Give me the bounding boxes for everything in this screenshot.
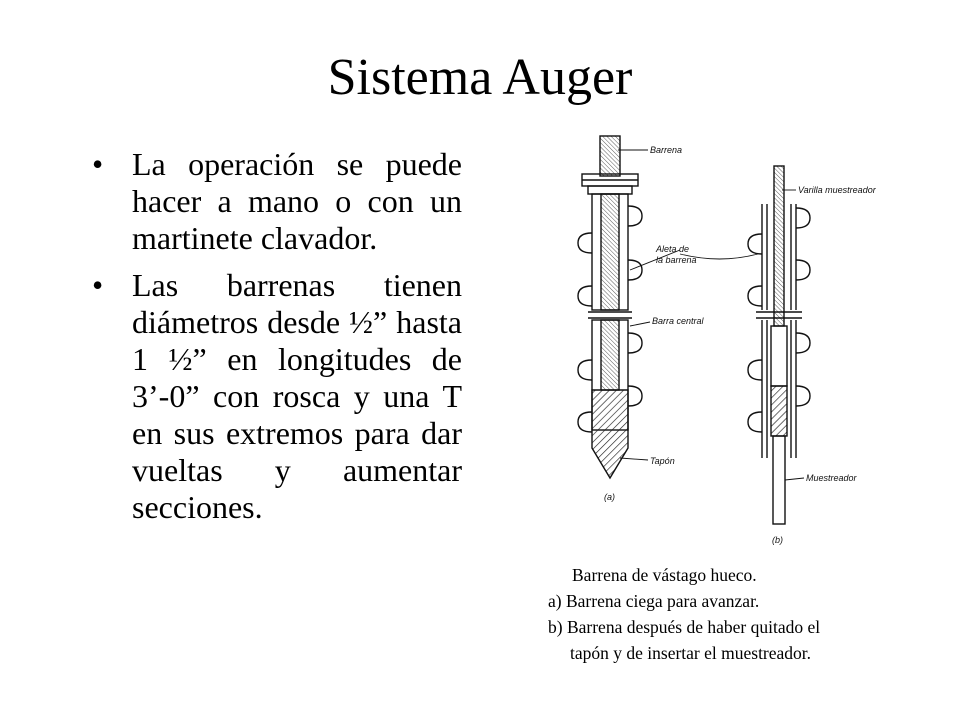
label-aleta-1: Aleta de xyxy=(655,244,689,254)
bullet-text: Las barrenas tienen diámetros desde ½” h… xyxy=(132,267,462,525)
auger-a xyxy=(577,135,643,480)
caption-line: b) Barrena después de haber quitado el xyxy=(548,617,821,637)
bullet-item: • La operación se puede hacer a mano o c… xyxy=(90,146,462,257)
label-a: (a) xyxy=(604,492,615,502)
label-muestreador: Muestreador xyxy=(806,473,858,483)
label-b: (b) xyxy=(772,535,783,545)
caption-line: a) Barrena ciega para avanzar. xyxy=(548,591,760,611)
caption-line: Barrena de vástago hueco. xyxy=(572,565,757,585)
bullet-item: • Las barrenas tienen diámetros desde ½”… xyxy=(90,267,462,526)
bullet-glyph: • xyxy=(92,146,104,182)
label-aleta-2: la barrena xyxy=(656,255,697,265)
label-tapon: Tapón xyxy=(650,456,675,466)
caption-line: tapón y de insertar el muestreador. xyxy=(570,643,812,663)
figure-caption: Barrena de vástago hueco. a) Barrena cie… xyxy=(548,562,908,666)
bullet-list: • La operación se puede hacer a mano o c… xyxy=(90,146,462,536)
label-barrena: Barrena xyxy=(650,145,682,155)
auger-diagram: Barrena Aleta de la barrena Barra centra… xyxy=(577,135,877,545)
label-barra-central: Barra central xyxy=(652,316,705,326)
slide-title: Sistema Auger xyxy=(327,49,633,106)
bullet-text: La operación se puede hacer a mano o con… xyxy=(132,146,462,256)
auger-b xyxy=(747,165,811,525)
bullet-glyph: • xyxy=(92,267,104,303)
label-varilla: Varilla muestreador xyxy=(798,185,877,195)
